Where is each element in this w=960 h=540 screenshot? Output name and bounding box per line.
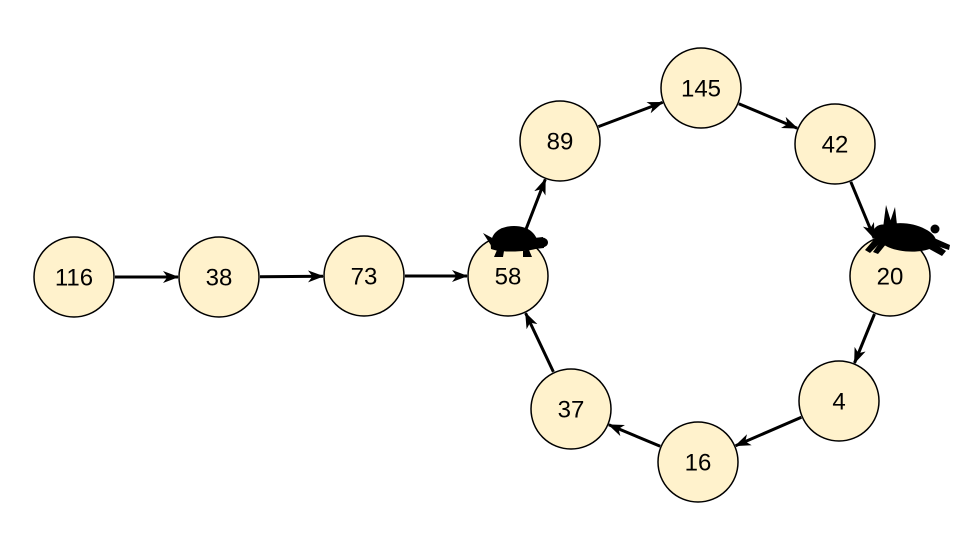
pointer-arrows-layer <box>115 100 876 448</box>
node-circle <box>530 368 612 450</box>
pointer-arrow-89-to-145 <box>597 100 664 129</box>
list-node-116: 116 <box>33 236 115 318</box>
pointer-arrow-58-to-89 <box>521 178 547 239</box>
list-node-42: 42 <box>794 103 876 185</box>
node-circle <box>519 100 601 182</box>
list-nodes-layer: 116 38 73 58 89 145 42 20 4 16 37 <box>33 47 931 503</box>
pointer-arrow-42-to-20 <box>849 181 876 240</box>
hare-icon <box>865 205 950 256</box>
node-circle <box>33 236 115 318</box>
node-value: 38 <box>206 264 233 291</box>
node-value: 20 <box>877 263 904 290</box>
node-value: 16 <box>685 449 712 476</box>
pointer-arrow-20-to-4 <box>853 313 876 364</box>
list-node-73: 73 <box>323 235 405 317</box>
node-circle <box>660 47 742 129</box>
node-circle <box>798 360 880 442</box>
list-node-37: 37 <box>530 368 612 450</box>
node-value: 145 <box>681 75 721 102</box>
list-node-89: 89 <box>519 100 601 182</box>
node-circle <box>794 103 876 185</box>
list-node-20: 20 <box>849 235 931 317</box>
node-value: 89 <box>547 128 574 155</box>
list-node-38: 38 <box>178 236 260 318</box>
node-value: 42 <box>822 131 849 158</box>
node-value: 73 <box>351 263 378 290</box>
pointer-arrow-37-to-58 <box>524 312 555 373</box>
node-value: 37 <box>558 396 585 423</box>
node-circle <box>657 421 739 503</box>
node-value: 4 <box>832 388 845 415</box>
pointer-arrow-4-to-16 <box>734 415 802 448</box>
list-node-16: 16 <box>657 421 739 503</box>
pointer-arrow-16-to-37 <box>607 423 661 448</box>
node-value: 116 <box>55 264 93 291</box>
list-node-145: 145 <box>660 47 742 129</box>
animal-markers-layer <box>483 205 950 257</box>
node-circle <box>323 235 405 317</box>
pointer-arrow-145-to-42 <box>738 102 799 130</box>
list-node-4: 4 <box>798 360 880 442</box>
node-value: 58 <box>495 263 522 290</box>
node-circle <box>178 236 260 318</box>
